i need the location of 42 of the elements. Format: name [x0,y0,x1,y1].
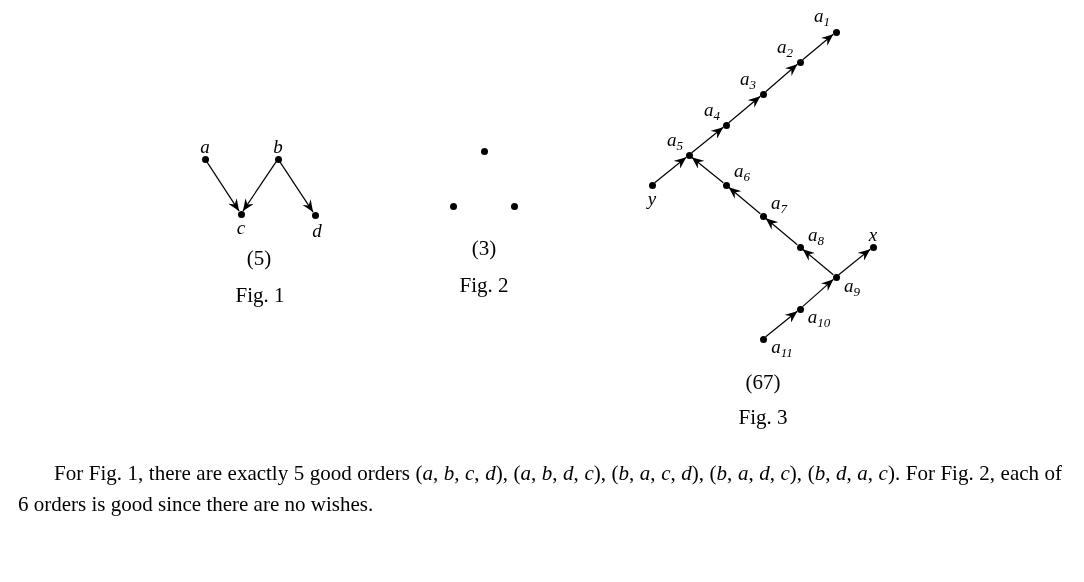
arrow [765,217,798,246]
vertex-label: a$_{6}$ [734,160,750,187]
vertex-label: a$_{8}$ [808,224,824,251]
vertex-label: d [312,221,322,241]
arrow [765,63,798,93]
arrow [765,310,798,338]
paragraph: For Fig. 1, there are exactly 5 good orders (a, b, c, d), (a, b, d, c), (b, a, c, d), (b, a, d, c), (b, d, a, c). For Fig. 2, each of 6 orders is good since there are no wishes. [18,460,1062,518]
vertex-label: a$_{9}$ [844,275,860,302]
vertex-label: a$_{3}$ [740,68,756,95]
arrow [206,161,240,212]
vertex-label: a$_{11}$ [771,336,793,363]
arrow [279,161,314,213]
vertex-label: a$_{5}$ [667,129,683,156]
figure-caption: Fig. 1 [235,283,285,307]
arrow [691,126,724,154]
vertex-dot [449,202,457,210]
vertex-label: b [273,137,283,157]
arrow [242,161,277,212]
figure-count: (3) [471,236,497,260]
arrow [802,248,834,276]
arrow [728,95,761,124]
arrow [802,278,834,308]
arrow [728,186,761,215]
vertex-dot [480,147,488,155]
arrow [838,248,871,276]
vertex-label: a$_{2}$ [777,36,793,63]
vertex-dot [510,202,518,210]
vertex-label: a$_{7}$ [771,192,787,219]
figure-caption: Fig. 3 [738,405,788,429]
figure-count: (67) [745,370,781,394]
arrow [654,156,687,184]
vertex-label: a [200,137,210,157]
arrow [691,156,724,184]
vertex-label: a$_{4}$ [704,99,720,126]
figure-caption: Fig. 2 [459,273,509,297]
vertex-label: c [236,218,246,238]
vertex-label: y [647,189,657,209]
vertex-label: a$_{1}$ [814,5,830,32]
figure-count: (5) [246,246,272,270]
vertex-label: x [868,225,878,245]
arrow [802,33,834,61]
vertex-label: a$_{10}$ [807,306,831,333]
